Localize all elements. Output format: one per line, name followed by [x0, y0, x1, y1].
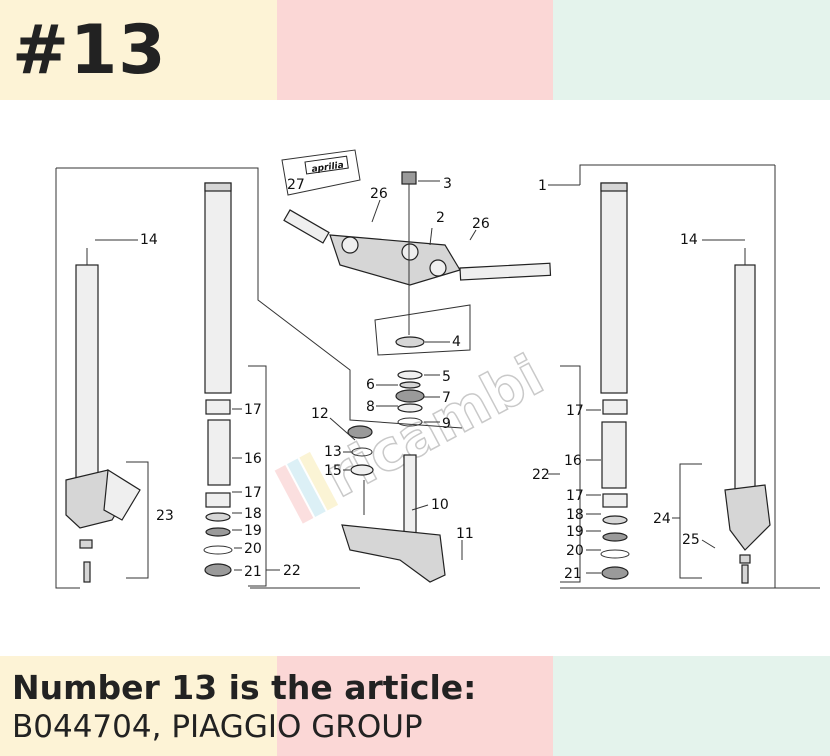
callout-20-left: 20 [244, 541, 262, 557]
steering-stem [341, 171, 446, 583]
footer-band [0, 656, 830, 756]
callout-17-right-bottom: 17 [566, 488, 584, 504]
page-title: #13 [12, 11, 167, 90]
header-band-pink [277, 0, 553, 100]
svg-text:ricambi: ricambi [315, 343, 553, 511]
brand-plate-frame [281, 149, 361, 196]
callout-15: 15 [324, 463, 342, 479]
callout-21-left: 21 [244, 564, 262, 580]
callout-19-right: 19 [566, 524, 584, 540]
callout-17-left-bottom: 17 [244, 485, 262, 501]
footer-band-pink [277, 656, 553, 756]
callout-17-right-top: 17 [566, 403, 584, 419]
callout-12: 12 [311, 406, 329, 422]
callout-labels: 1 2 3 4 5 6 7 8 9 10 11 12 13 14 14 15 1… [140, 176, 700, 582]
callout-24: 24 [653, 511, 671, 527]
callout-16-left: 16 [244, 451, 262, 467]
callout-5: 5 [442, 369, 451, 385]
callout-26-left: 26 [370, 186, 388, 202]
brand-plate: aprilia [304, 155, 349, 175]
left-fork-assembly [65, 248, 141, 583]
callout-14-right: 14 [680, 232, 698, 248]
article-caption: Number 13 is the article: B044704, PIAGG… [12, 668, 476, 746]
callout-9: 9 [442, 416, 451, 432]
callout-7: 7 [442, 390, 451, 406]
callout-4: 4 [452, 334, 461, 350]
leader-lines [95, 180, 745, 587]
svg-text:aprilia: aprilia [311, 161, 344, 175]
callout-26-right: 26 [472, 216, 490, 232]
caption-line-1: Number 13 is the article: [12, 668, 477, 707]
footer-band-yellow [0, 656, 277, 756]
callout-16-right: 16 [564, 453, 582, 469]
right-tube-assembly [600, 182, 630, 580]
callout-6: 6 [366, 377, 375, 393]
callout-8: 8 [366, 399, 375, 415]
callout-20-right: 20 [566, 543, 584, 559]
callout-22-left: 22 [283, 563, 301, 579]
callout-25: 25 [682, 532, 700, 548]
top-clamp [283, 209, 552, 286]
header-band [0, 0, 830, 100]
callout-3: 3 [443, 176, 452, 192]
callout-21-right: 21 [564, 566, 582, 582]
callout-23: 23 [156, 508, 174, 524]
callout-13: 13 [324, 444, 342, 460]
frame-left [55, 168, 80, 589]
caption-line-2: B044704, PIAGGIO GROUP [12, 709, 423, 745]
callout-19-left: 19 [244, 523, 262, 539]
footer-band-mint [553, 656, 830, 756]
callout-27: 27 [287, 177, 305, 193]
callout-22-right: 22 [532, 467, 550, 483]
callout-2: 2 [436, 210, 445, 226]
callout-1: 1 [538, 178, 547, 194]
exploded-fork-diagram: ricambi [55, 149, 820, 589]
callout-10: 10 [431, 497, 449, 513]
header-band-mint [553, 0, 830, 100]
callout-11: 11 [456, 526, 474, 542]
left-tube-assembly [203, 182, 233, 577]
callout-18-right: 18 [566, 507, 584, 523]
callout-14-left: 14 [140, 232, 158, 248]
callout-17-left-top: 17 [244, 402, 262, 418]
header-band-yellow [0, 0, 277, 100]
right-fork-assembly [724, 248, 771, 584]
callout-18-left: 18 [244, 506, 262, 522]
